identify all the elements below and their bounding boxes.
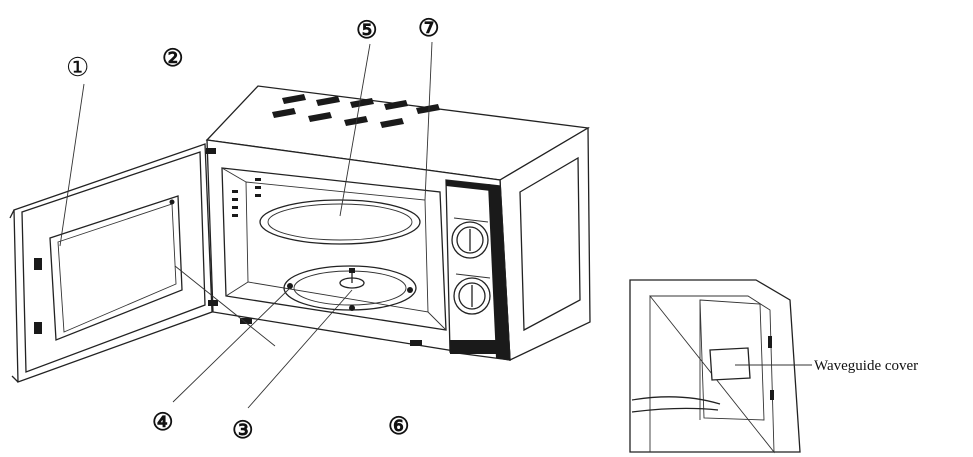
label-6: ⑥ (388, 413, 410, 440)
label-3: ③ (232, 417, 254, 444)
microwave-door (9, 143, 213, 383)
waveguide-cover-plate (709, 347, 751, 381)
cavity-side-vents (232, 178, 261, 217)
label-4: ④ (152, 409, 174, 436)
glass-tray (259, 199, 421, 245)
label-5: ⑤ (356, 17, 378, 44)
waveguide-inset: Waveguide cover (629, 279, 918, 454)
label-1: ① (66, 53, 89, 83)
leader-lines (59, 41, 433, 409)
top-vents (272, 94, 440, 128)
turntable-shaft (339, 268, 365, 289)
power-knob (453, 277, 491, 315)
label-7: ⑦ (418, 15, 440, 42)
control-panel (445, 179, 511, 361)
timer-knob (451, 221, 489, 259)
waveguide-cover-callout: Waveguide cover (814, 358, 918, 374)
microwave-body (205, 85, 591, 362)
label-2: ② (162, 45, 184, 72)
